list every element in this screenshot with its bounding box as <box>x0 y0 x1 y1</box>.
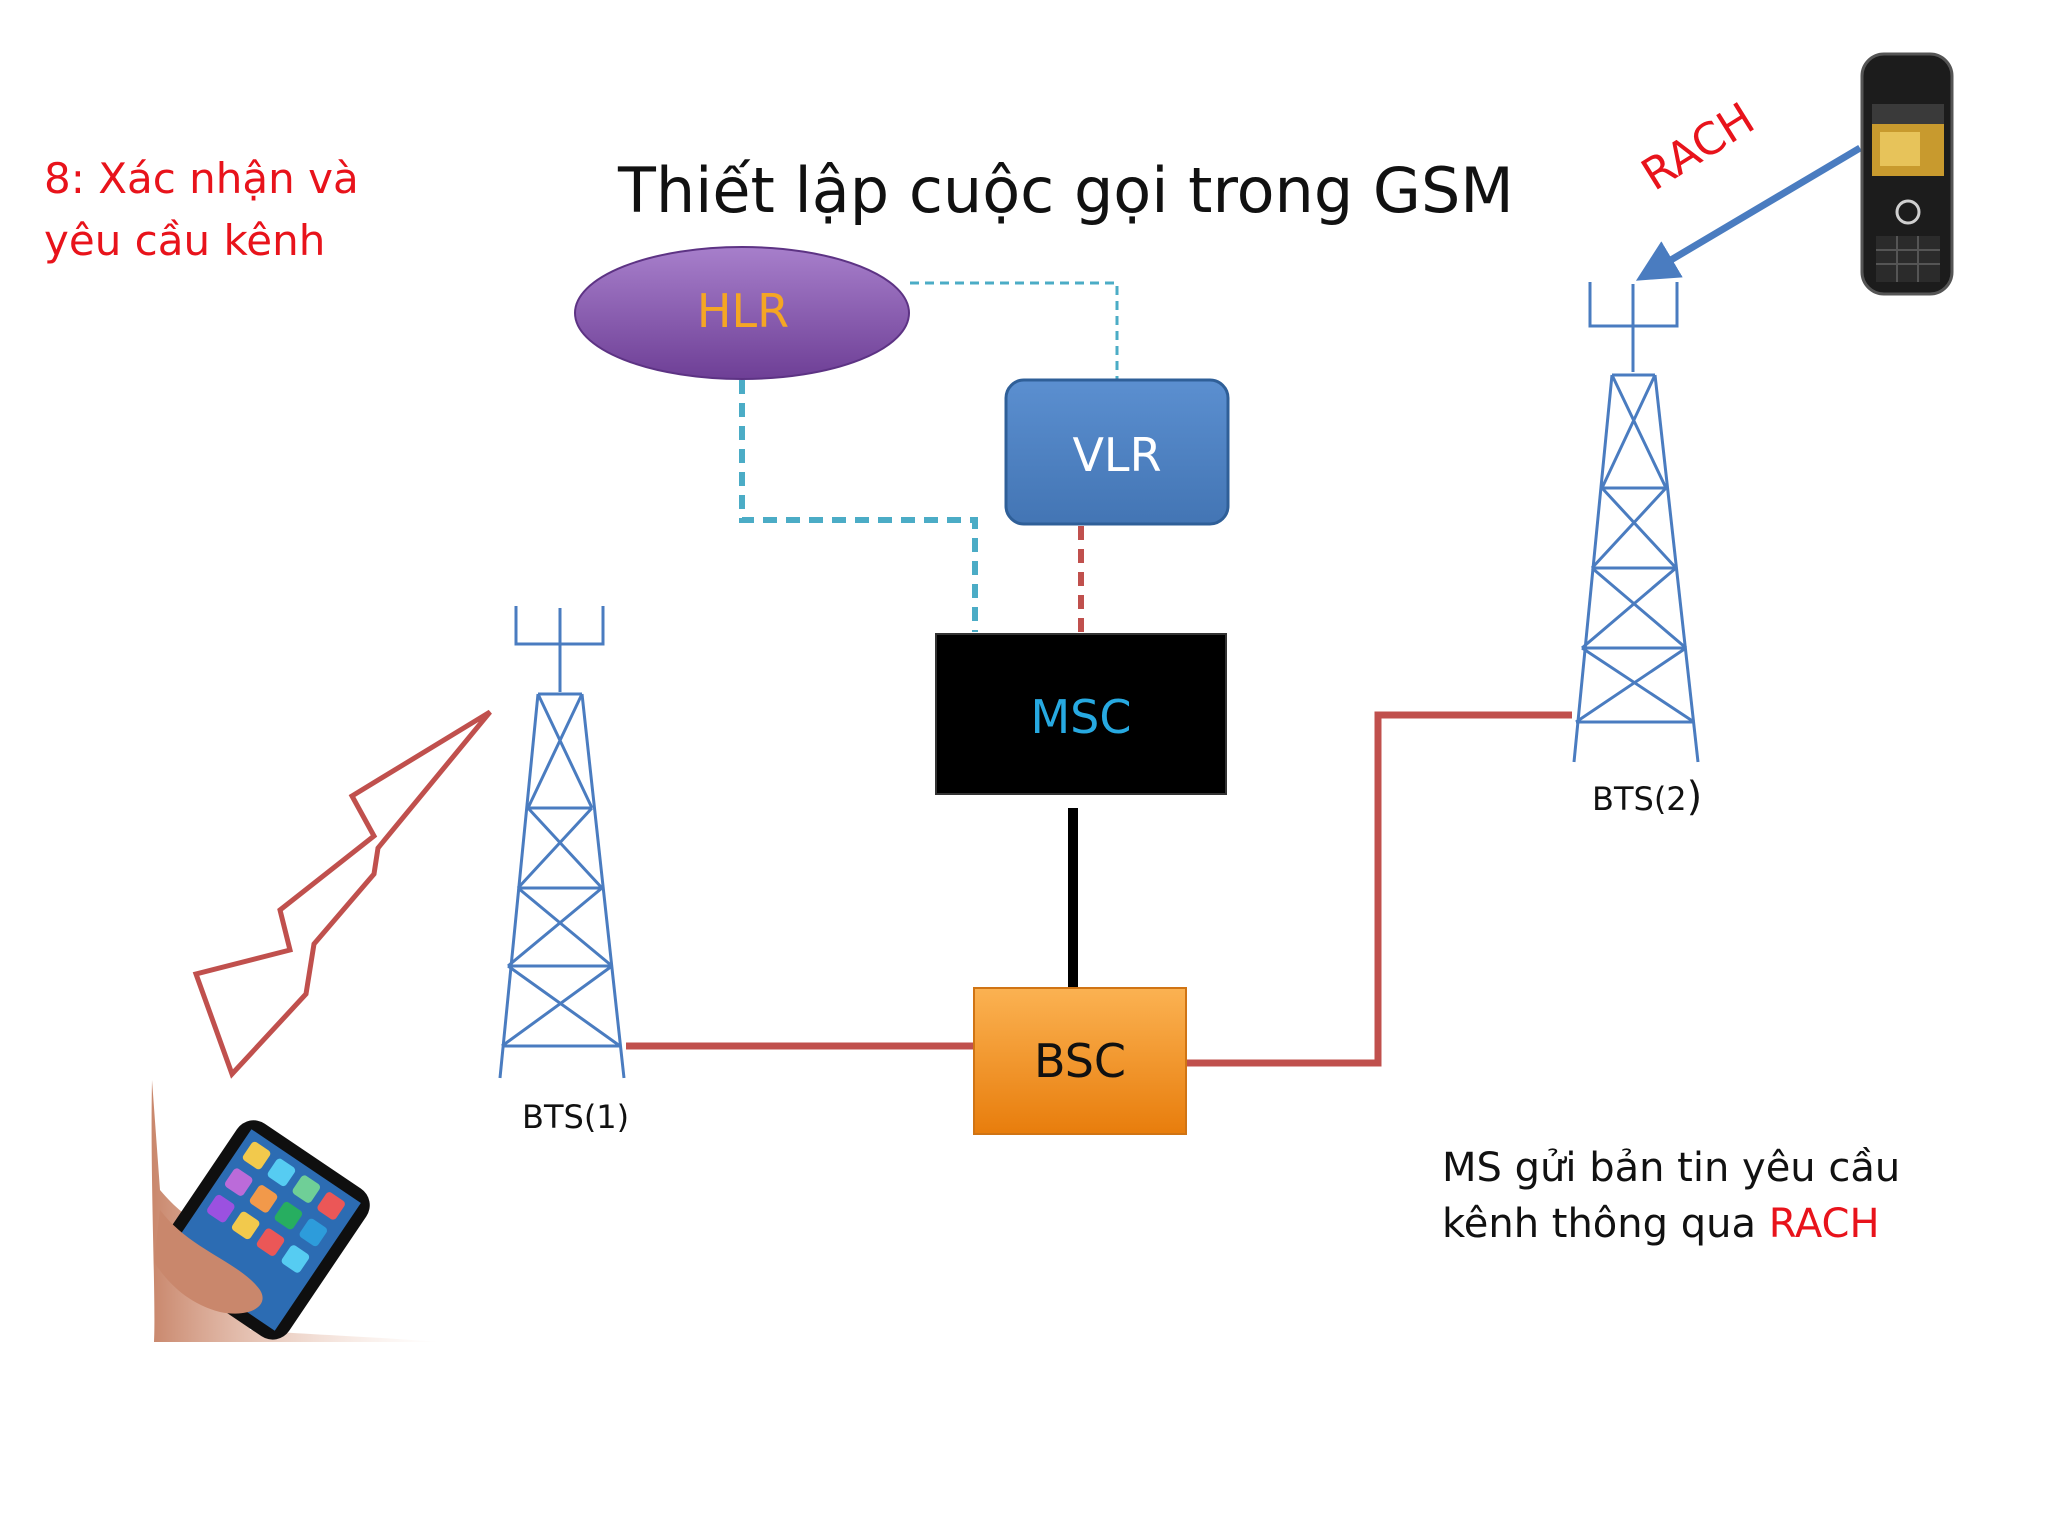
vlr-node <box>1004 378 1230 526</box>
diagram-title: Thiết lập cuộc gọi trong GSM <box>618 154 1514 227</box>
radio-link-bolt-icon <box>192 709 492 1079</box>
vlr-label: VLR <box>1072 428 1162 482</box>
msc-label: MSC <box>1030 690 1132 744</box>
bsc-node <box>973 987 1187 1135</box>
link-bsc-bts2 <box>1184 711 1572 1067</box>
note-rach-highlight: RACH <box>1768 1201 1880 1247</box>
step-label-line-1: 8: Xác nhận và <box>44 154 359 203</box>
bts2-tower-icon <box>1572 282 1700 763</box>
link-hlr-msc <box>739 380 978 632</box>
smartphone-ms1-icon <box>151 1080 440 1342</box>
mobile-phone-ms2-icon <box>1860 52 1954 296</box>
rach-arrow <box>1635 144 1862 281</box>
bts2-label-prefix: BTS(2 <box>1592 780 1687 818</box>
hlr-node <box>574 246 910 380</box>
explanation-note: MS gửi bản tin yêu cầu kênh thông qua RA… <box>1442 1140 1900 1252</box>
hlr-label: HLR <box>696 284 790 338</box>
msc-node <box>935 633 1227 795</box>
step-label: 8: Xác nhận và yêu cầu kênh <box>44 148 359 272</box>
bts1-label: BTS(1) <box>522 1098 630 1136</box>
note-line-2-text: kênh thông qua <box>1442 1201 1769 1247</box>
note-line-1: MS gửi bản tin yêu cầu <box>1442 1145 1901 1191</box>
link-hlr-vlr <box>910 281 1119 380</box>
bts2-label: BTS(2) <box>1592 774 1702 820</box>
bts2-label-suffix: ) <box>1686 774 1703 820</box>
bts1-tower-icon <box>498 606 626 1079</box>
step-label-line-2: yêu cầu kênh <box>44 216 326 265</box>
bsc-label: BSC <box>1033 1034 1127 1088</box>
note-line-2: kênh thông qua RACH <box>1442 1196 1900 1252</box>
